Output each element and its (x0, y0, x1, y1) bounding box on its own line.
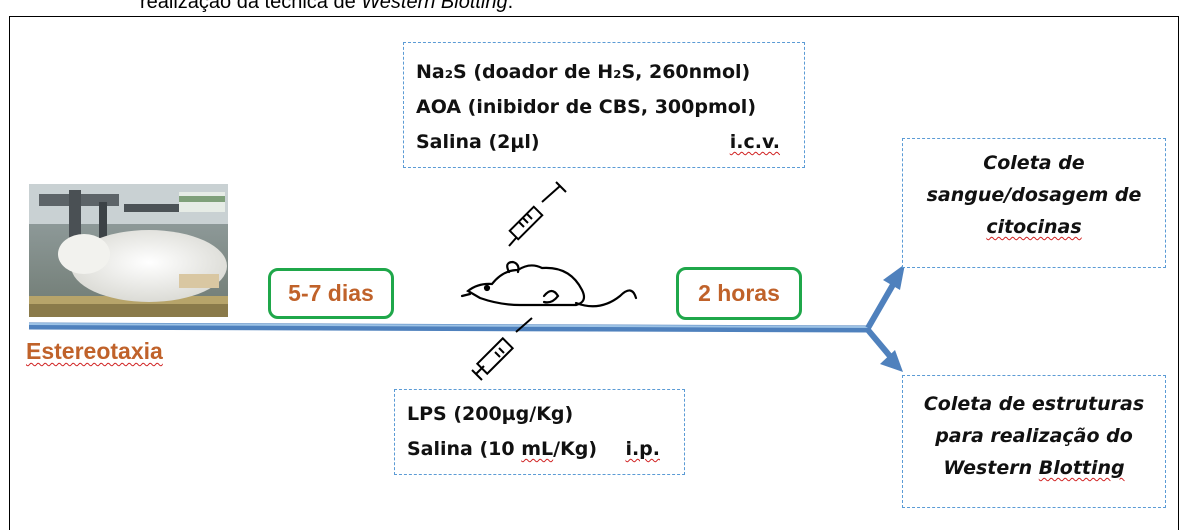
branch-arrow-up (865, 264, 905, 330)
icv-route-label: i.c.v. (729, 131, 780, 153)
outcome1-line1: Coleta de (983, 152, 1085, 174)
diagram-frame (9, 16, 1179, 530)
mouse-icon (460, 260, 638, 308)
stereotaxy-photo (29, 184, 228, 317)
outcome1-line3: citocinas (986, 216, 1082, 238)
ip-route-label: i.p. (625, 438, 660, 460)
syringe-ip-icon (471, 317, 533, 381)
timeline-line (28, 322, 871, 333)
ip-line-saline: Salina (10 mL/Kg) (407, 438, 598, 460)
icv-line-aoa: AOA (inibidor de CBS, 300pmol) (416, 96, 757, 118)
timeline-highlight (28, 323, 871, 328)
ip-line-lps: LPS (200µg/Kg) (407, 403, 574, 425)
syringe-icv-icon (508, 181, 567, 247)
outcome2-line3: Western Blotting (943, 457, 1125, 479)
outcome1-line2: sangue/dosagem de (926, 184, 1142, 206)
outcome2-line1: Coleta de estruturas (923, 393, 1145, 415)
outcome-blood-cytokines-box: Coleta de sangue/dosagem de citocinas (902, 138, 1166, 268)
icv-treatment-box: Na₂S (doador de H₂S, 260nmol) AOA (inibi… (403, 42, 805, 168)
icv-line-na2s: Na₂S (doador de H₂S, 260nmol) (416, 61, 751, 83)
ip-treatment-box: LPS (200µg/Kg) Salina (10 mL/Kg) i.p. (394, 389, 685, 475)
outcome2-line2: para realização do (935, 425, 1133, 447)
stereotaxy-label: Estereotaxia (26, 338, 163, 364)
figure-caption-fragment: realização da técnica de Western Blottin… (140, 0, 514, 13)
branch-arrow-down (865, 328, 903, 372)
icv-line-saline: Salina (2µl) (416, 131, 540, 153)
step-interval-hours: 2 horas (676, 267, 802, 320)
outcome-western-blot-box: Coleta de estruturas para realização do … (902, 375, 1166, 508)
step-interval-days: 5-7 dias (268, 268, 394, 319)
